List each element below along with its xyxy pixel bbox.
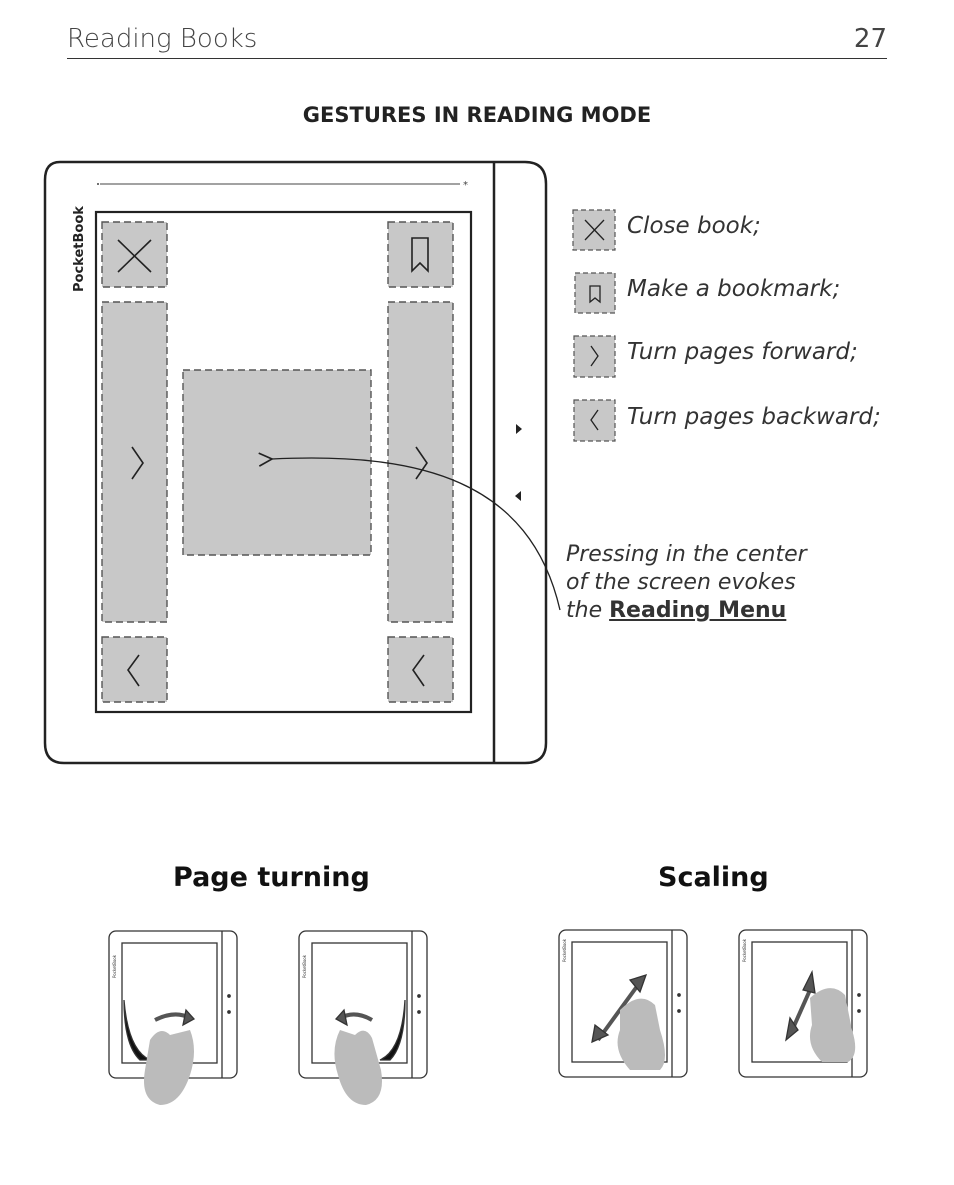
note-line-1: Pressing in the center: [566, 542, 807, 567]
reading-menu-note: Pressing in the center of the screen evo…: [566, 541, 807, 625]
page-turn-forward-illustration: [108, 930, 238, 1105]
legend-close-text: Close book;: [627, 213, 761, 239]
chevron-right-icon: [131, 446, 144, 480]
page-header: Reading Books 27: [67, 22, 887, 59]
legend-bookmark-box: [574, 272, 616, 314]
svg-text:*: *: [463, 180, 468, 191]
forward-button-icon: [516, 424, 522, 434]
right-backward-zone[interactable]: [387, 636, 454, 703]
close-icon: [117, 239, 152, 273]
legend-bookmark-text: Make a bookmark;: [627, 276, 841, 302]
bookmark-icon: [589, 285, 601, 304]
chevron-right-icon: [590, 345, 599, 367]
right-forward-zone[interactable]: [387, 301, 454, 623]
chevron-left-icon: [127, 654, 140, 687]
brand-logo: PocketBook: [302, 954, 307, 978]
legend-backward-text: Turn pages backward;: [627, 404, 881, 430]
chevron-left-icon: [412, 654, 425, 687]
backward-button-icon: [515, 491, 521, 501]
left-forward-zone[interactable]: [101, 301, 168, 623]
page-number: 27: [853, 24, 887, 54]
brand-logo: PocketBook: [112, 954, 117, 978]
bookmark-zone[interactable]: [387, 221, 454, 288]
zoom-in-illustration: [738, 929, 868, 1078]
page-turning-title: Page turning: [173, 862, 370, 893]
brand-logo: PocketBook: [742, 938, 747, 962]
legend-backward-box: [573, 399, 616, 442]
zoom-out-illustration: [558, 929, 688, 1078]
chevron-left-icon: [590, 409, 599, 431]
note-line-2: of the screen evokes: [566, 570, 796, 595]
center-menu-zone[interactable]: [182, 369, 372, 556]
chapter-title: Reading Books: [67, 24, 258, 54]
brand-logo: PocketBook: [72, 206, 87, 292]
bookmark-icon: [411, 237, 429, 273]
note-prefix: the: [566, 598, 610, 623]
left-backward-zone[interactable]: [101, 636, 168, 703]
close-zone[interactable]: [101, 221, 168, 288]
section-title: GESTURES IN READING MODE: [302, 103, 652, 127]
close-icon: [584, 219, 605, 241]
legend-forward-text: Turn pages forward;: [627, 339, 858, 365]
reading-menu-link[interactable]: Reading Menu: [609, 598, 787, 623]
brand-logo: PocketBook: [562, 938, 567, 962]
pointer-arrow: [258, 452, 561, 611]
page-turn-backward-illustration: [298, 930, 428, 1105]
scaling-title: Scaling: [658, 862, 769, 893]
legend-forward-box: [573, 335, 616, 378]
note-line-3: the Reading Menu: [566, 597, 807, 625]
chevron-right-icon: [415, 446, 428, 480]
